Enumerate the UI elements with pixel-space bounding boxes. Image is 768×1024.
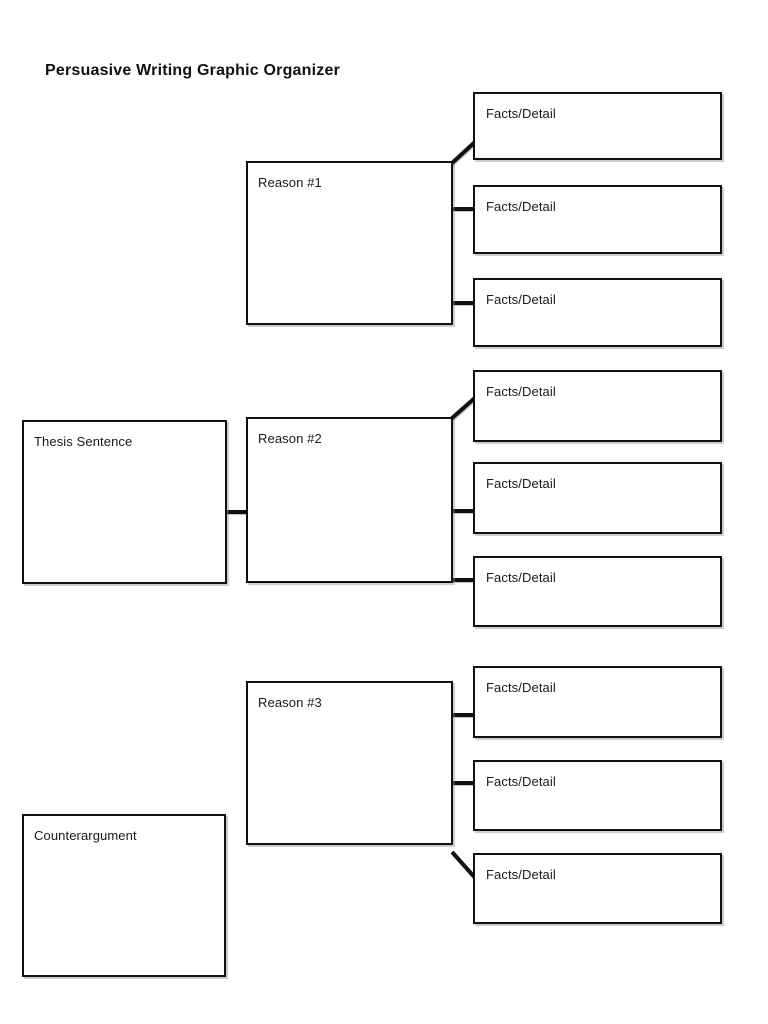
facts-detail-box-8: Facts/Detail (473, 760, 722, 831)
facts-detail-box-3: Facts/Detail (473, 278, 722, 347)
reason-2-label: Reason #2 (258, 431, 322, 446)
facts-detail-box-2: Facts/Detail (473, 185, 722, 254)
facts-detail-label: Facts/Detail (486, 867, 556, 882)
facts-detail-box-6: Facts/Detail (473, 556, 722, 627)
facts-detail-label: Facts/Detail (486, 292, 556, 307)
reason-2-box: Reason #2 (246, 417, 453, 583)
facts-detail-box-7: Facts/Detail (473, 666, 722, 738)
facts-detail-label: Facts/Detail (486, 680, 556, 695)
thesis-sentence-label: Thesis Sentence (34, 434, 133, 449)
counterargument-box: Counterargument (22, 814, 226, 977)
facts-detail-label: Facts/Detail (486, 774, 556, 789)
reason-1-box: Reason #1 (246, 161, 453, 325)
connector-reason3-to-fact9 (450, 850, 479, 882)
counterargument-label: Counterargument (34, 828, 137, 843)
facts-detail-label: Facts/Detail (486, 384, 556, 399)
facts-detail-label: Facts/Detail (486, 106, 556, 121)
connector-reason1-to-fact1 (449, 139, 478, 166)
facts-detail-label: Facts/Detail (486, 570, 556, 585)
reason-3-label: Reason #3 (258, 695, 322, 710)
facts-detail-box-5: Facts/Detail (473, 462, 722, 534)
facts-detail-box-4: Facts/Detail (473, 370, 722, 442)
connector-reason2-to-fact4 (449, 394, 479, 421)
thesis-sentence-box: Thesis Sentence (22, 420, 227, 584)
reason-3-box: Reason #3 (246, 681, 453, 845)
facts-detail-label: Facts/Detail (486, 199, 556, 214)
reason-1-label: Reason #1 (258, 175, 322, 190)
page-title: Persuasive Writing Graphic Organizer (45, 62, 340, 79)
facts-detail-box-1: Facts/Detail (473, 92, 722, 160)
facts-detail-label: Facts/Detail (486, 476, 556, 491)
facts-detail-box-9: Facts/Detail (473, 853, 722, 924)
